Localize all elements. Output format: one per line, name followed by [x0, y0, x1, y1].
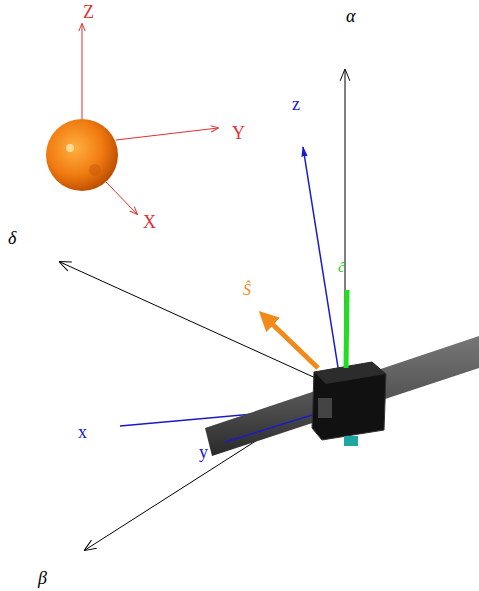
z-axis-sun [82, 24, 83, 120]
sun-z-label: Z [83, 3, 94, 21]
body-x-label: x [78, 423, 87, 441]
sun-vector [266, 318, 318, 368]
sun [46, 119, 118, 191]
y-axis-sun [116, 128, 218, 140]
y-axis-body [225, 412, 322, 442]
delta-axis [60, 262, 320, 380]
c-hat-label: ĉ [338, 260, 345, 275]
c-hat-vector [346, 290, 347, 368]
solar-panel [205, 336, 479, 456]
body-y-label: y [199, 443, 208, 461]
sun-y-label: Y [232, 124, 245, 142]
z-axis-body [303, 147, 340, 380]
body-z-label: z [292, 95, 300, 113]
alpha-label: α [346, 7, 355, 25]
thruster [344, 436, 358, 446]
sun-vector-label: Ŝ [243, 282, 251, 298]
sun-x-label: X [143, 213, 156, 231]
beta-label: β [38, 569, 47, 587]
delta-label: δ [8, 229, 16, 247]
spacecraft-body [312, 362, 386, 440]
x-axis-sun [106, 182, 137, 214]
